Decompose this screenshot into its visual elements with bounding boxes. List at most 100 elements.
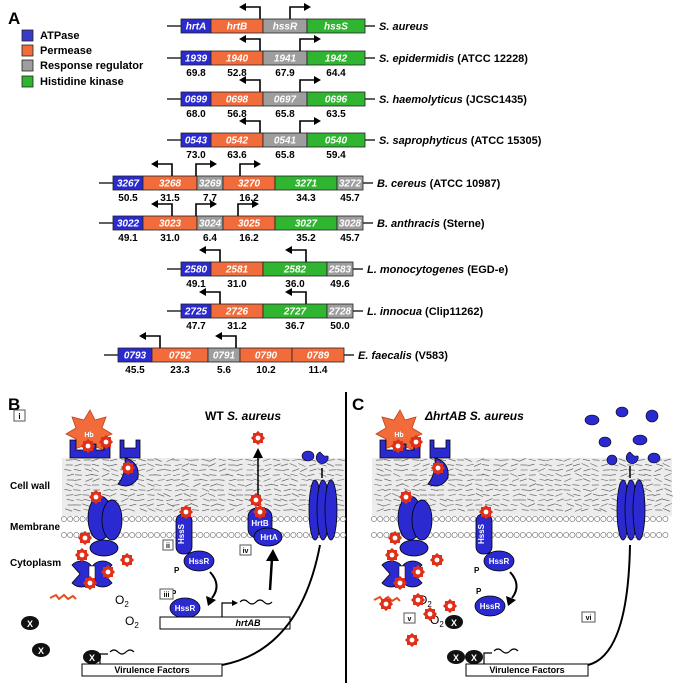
gene-label: 2580 (184, 265, 208, 276)
gene-label: 2726 (225, 307, 249, 318)
gene-label: 3024 (199, 219, 222, 230)
svg-text:HssS: HssS (177, 523, 186, 544)
svg-text:Hb: Hb (394, 432, 403, 439)
heme-icon (250, 430, 266, 446)
expression-arrow (268, 557, 274, 591)
gene-label: 3269 (199, 179, 222, 190)
hssr-regulator-icon: HssR (183, 550, 215, 572)
identity-value: 68.0 (186, 109, 206, 120)
legend-response-regulator: Response regulator (40, 60, 144, 72)
heme-icon (404, 632, 420, 648)
virulence-secretion-line (221, 544, 321, 666)
heme-icon (429, 552, 445, 568)
repressor-icon: X (21, 616, 39, 630)
promoter-arrow (195, 163, 210, 176)
legend-permease: Permease (40, 45, 92, 57)
heme-icon (410, 564, 426, 580)
panel-c: C ΔhrtAB S. aureus Hb HssS HssR P (352, 395, 673, 677)
identity-value: 73.0 (186, 150, 206, 161)
heme-transporter-icon-c (397, 495, 433, 557)
operon-row: 302249.1302331.030246.4302516.2302735.23… (99, 200, 485, 244)
species-name: L. monocytogenes (EGD-e) (367, 264, 509, 276)
gene-0696 (306, 91, 366, 107)
heme-icon (378, 596, 394, 612)
identity-value: 52.8 (227, 68, 247, 79)
heme-icon (77, 530, 93, 546)
heme-icon (248, 492, 264, 508)
gene-label: 3267 (117, 179, 140, 190)
heme-icon (100, 564, 116, 580)
identity-value: 45.7 (340, 193, 360, 204)
gene-label: 0543 (185, 136, 208, 147)
heme-molecules-c (378, 434, 494, 648)
svg-text:X: X (38, 646, 44, 656)
promoter-arrow (299, 38, 314, 51)
promoter-arrow (299, 120, 314, 133)
heme-icon (422, 606, 438, 622)
identity-value: 36.0 (285, 279, 305, 290)
gene-label: 0791 (213, 351, 236, 362)
identity-value: 63.6 (227, 150, 247, 161)
promoter-arrow (195, 203, 210, 216)
gene-label: 3028 (339, 219, 362, 230)
promoter-arrow (246, 6, 261, 19)
heme-icon (410, 592, 426, 608)
hrtab-transporter-icon: HrtB HrtA (247, 507, 283, 547)
panel-b-title: WT S. aureus (205, 409, 281, 423)
secretion-channel-icon-c (616, 479, 646, 541)
species-name: S. epidermidis (ATCC 12228) (379, 53, 528, 65)
svg-text:iv: iv (243, 548, 249, 555)
identity-value: 10.2 (256, 365, 276, 376)
identity-value: 11.4 (309, 365, 328, 376)
identity-value: 59.4 (326, 150, 346, 161)
gene-label: 0699 (185, 95, 208, 106)
heme-icon (387, 530, 403, 546)
repressor-icon-2: X (32, 643, 50, 657)
heme-icon (82, 575, 98, 591)
heme-icon (120, 460, 136, 476)
legend-response-regulator-swatch (21, 59, 34, 72)
promoter-arrow (246, 38, 261, 51)
identity-value: 6.4 (203, 233, 217, 244)
identity-value: 49.1 (118, 233, 138, 244)
gene-3272 (336, 175, 364, 191)
heme-molecules (74, 430, 268, 591)
gene-label: hrtA (186, 22, 207, 33)
gene-label: 0792 (169, 351, 192, 362)
svg-text:HssR: HssR (189, 557, 210, 566)
promoter-arrow (237, 203, 252, 216)
promoter-arrow (158, 203, 173, 216)
svg-text:HrtA: HrtA (260, 533, 278, 542)
svg-text:HssR: HssR (175, 604, 196, 613)
promoter-arrow (246, 79, 261, 92)
repressor-bound-icon-c: X X (447, 650, 483, 664)
svg-text:HrtB: HrtB (251, 519, 269, 528)
marker-v (403, 612, 416, 624)
repressor-icon-c: X (445, 615, 463, 629)
gene-label: 0540 (325, 136, 348, 147)
marker-iii (159, 588, 174, 600)
marker-vi (581, 611, 596, 623)
gene-label: 0789 (307, 351, 330, 362)
svg-text:X: X (89, 653, 95, 663)
repressor-bound-icon: X (83, 650, 101, 664)
gene-label: 3268 (159, 179, 182, 190)
species-name: S. aureus (379, 21, 429, 33)
heme-icon (119, 552, 135, 568)
gene-label: 0696 (325, 95, 348, 106)
promoter-arrow (289, 6, 304, 19)
gene-label: 3270 (238, 179, 261, 190)
gene-2583 (326, 261, 354, 277)
virulence-gene-box (81, 663, 223, 677)
heme-icon (398, 489, 414, 505)
heme-icon (430, 460, 446, 476)
gene-label: 0697 (274, 95, 297, 106)
identity-value: 36.7 (285, 321, 305, 332)
heme-icon (392, 575, 408, 591)
legend: ATPase Permease Response regulator Histi… (21, 29, 144, 88)
svg-text:v: v (408, 616, 412, 623)
svg-text:ii: ii (166, 543, 170, 550)
identity-value: 31.0 (160, 233, 180, 244)
